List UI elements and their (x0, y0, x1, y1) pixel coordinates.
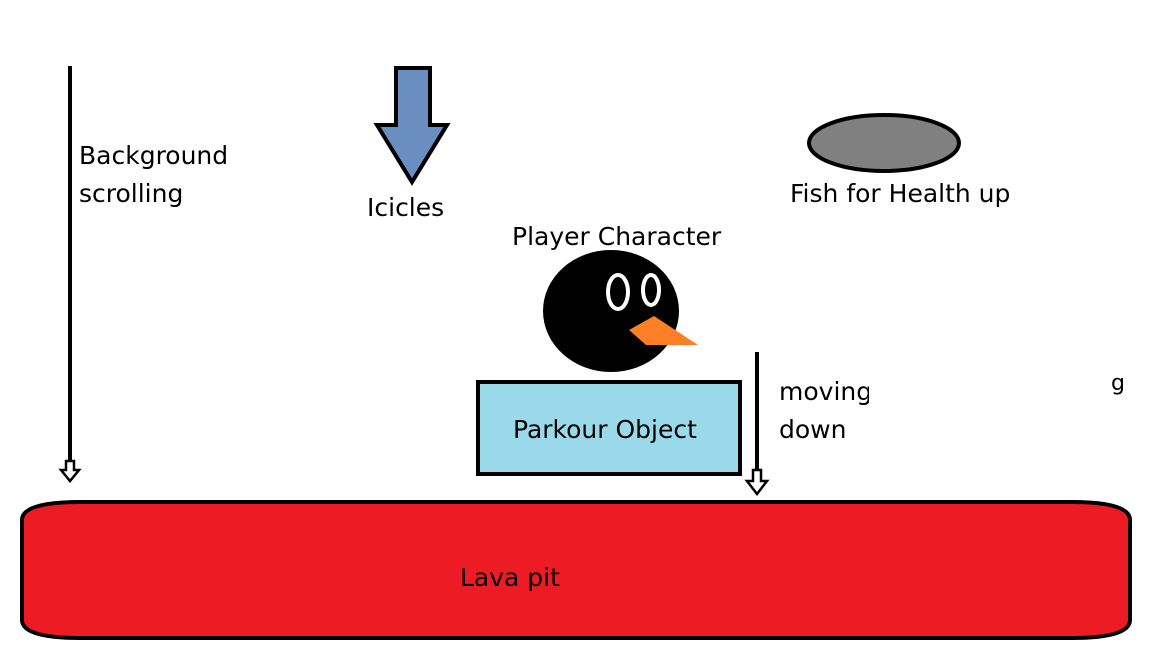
player-character-icon (543, 250, 698, 372)
stray-text-fragment: g (1111, 371, 1125, 396)
moving-label-line1: moving (779, 377, 869, 406)
parkour-object-box (476, 380, 742, 476)
parkour-object-label: Parkour Object (513, 415, 697, 444)
lava-pit-shape (20, 500, 1132, 640)
background-label-line2: scrolling (79, 179, 184, 208)
moving-label-line2: down (779, 415, 847, 444)
player-eye-left (606, 273, 630, 311)
player-character-label: Player Character (512, 222, 722, 251)
background-scrolling-label: Background scrolling (79, 137, 228, 213)
player-eye-right (641, 273, 661, 307)
moving-down-arrow (744, 352, 770, 497)
moving-down-label: moving down (779, 373, 869, 449)
icicle-icon (373, 66, 451, 186)
background-scroll-arrow (58, 66, 82, 483)
fish-icon (807, 113, 961, 173)
fish-label: Fish for Health up (790, 179, 1011, 208)
background-label-line1: Background (79, 141, 229, 170)
lava-pit-label: Lava pit (460, 563, 560, 592)
icicles-label: Icicles (367, 193, 445, 222)
beak-icon (629, 316, 698, 345)
